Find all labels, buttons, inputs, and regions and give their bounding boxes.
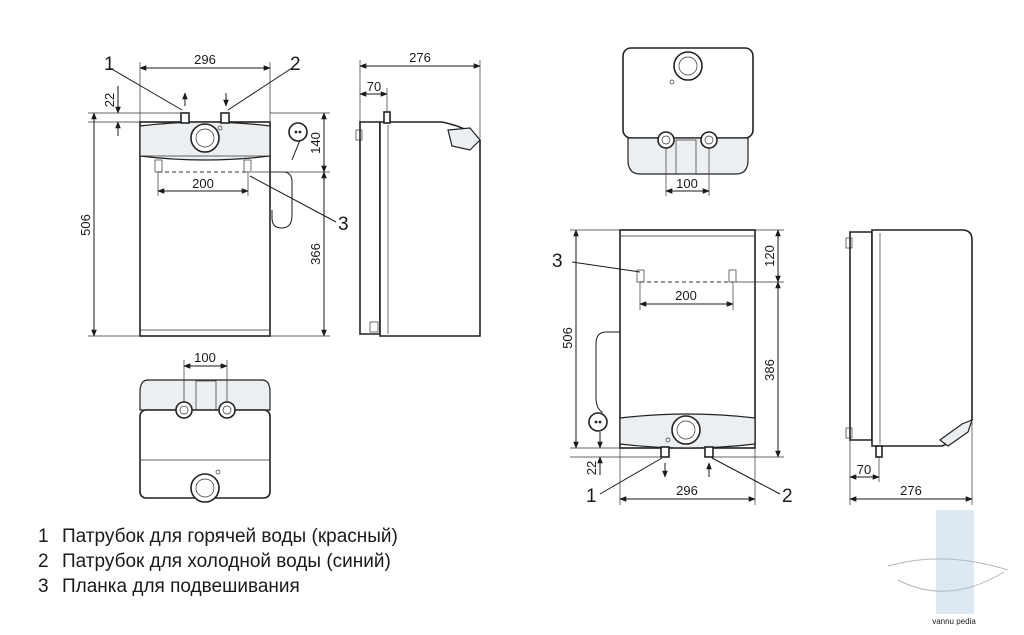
dim-bracket-200: 200 <box>192 176 214 191</box>
front-view-top-dimensions: 296 22 506 140 366 200 1 2 3 <box>78 52 349 337</box>
dim-height-506-right: 506 <box>560 327 575 349</box>
callout-hanging-bracket-right: 3 <box>552 251 563 272</box>
side-view-top: 276 70 <box>355 50 481 337</box>
dim-height-506: 506 <box>78 214 93 236</box>
callout-cold-outlet-right: 2 <box>782 486 793 507</box>
callout-cold-outlet: 2 <box>290 54 301 75</box>
watermark-logo: vannu pedia <box>887 510 1009 626</box>
dim-depth-276-right: 276 <box>900 483 922 498</box>
callout-hot-outlet: 1 <box>104 54 115 75</box>
side-view-right: 70 276 <box>845 229 973 505</box>
dim-outlet-spacing-100-right: 100 <box>676 176 698 191</box>
dim-height-386: 386 <box>762 359 777 381</box>
front-view-bottom-outlets <box>588 229 756 478</box>
dim-width-296-right: 296 <box>676 483 698 498</box>
dim-depth-276: 276 <box>409 50 431 65</box>
dim-offset-22-right: 22 <box>584 461 599 475</box>
dim-offset-70: 70 <box>367 79 381 94</box>
dim-offset-22: 22 <box>102 93 117 107</box>
front-view-bottom-dimensions: 120 386 200 506 22 296 3 1 2 <box>552 229 793 507</box>
dim-height-140: 140 <box>308 132 323 154</box>
callout-hot-outlet-right: 1 <box>586 486 597 507</box>
bottom-view-left: 100 <box>139 350 271 503</box>
front-view-top-outlets <box>139 92 308 337</box>
dim-height-366: 366 <box>308 243 323 265</box>
watermark-text: vannu pedia <box>932 617 976 626</box>
dim-offset-70-right: 70 <box>857 462 871 477</box>
top-view-right: 100 <box>622 47 754 196</box>
dim-outlet-spacing-100: 100 <box>194 350 216 365</box>
dim-bracket-200-right: 200 <box>675 288 697 303</box>
callout-hanging-bracket: 3 <box>338 214 349 235</box>
dim-height-120: 120 <box>762 245 777 267</box>
dim-width-296: 296 <box>194 52 216 67</box>
